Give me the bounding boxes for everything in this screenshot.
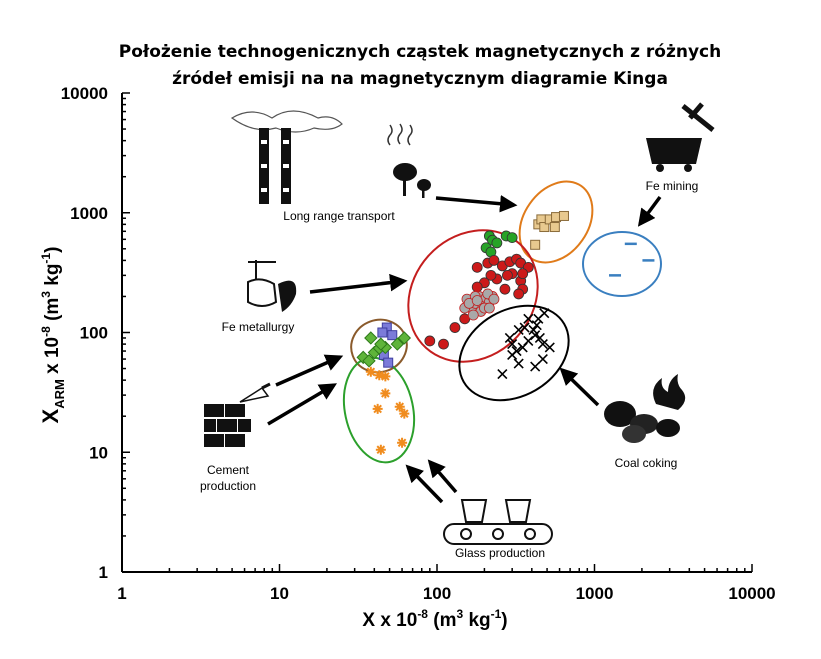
mine-cart-icon	[646, 102, 715, 172]
source-label-fe-metallurgy: Fe metallurgy	[222, 320, 295, 334]
data-point-circle	[449, 322, 461, 333]
x-axis-label: X x 10-8 (m3 kg-1)	[362, 607, 507, 631]
y-tick-label: 1000	[70, 204, 108, 223]
data-point-circle	[502, 269, 513, 281]
data-point-x	[507, 349, 518, 360]
ladle-icon	[247, 260, 297, 312]
arrow-fe-mining	[637, 195, 662, 227]
data-point-star	[372, 403, 383, 414]
source-label-fe-mining: Fe mining	[646, 179, 699, 193]
data-point-circle	[499, 283, 511, 295]
data-point-square	[530, 239, 541, 250]
data-point-x	[544, 342, 555, 353]
tick-labels: 1 10 100 1000 10000 1 10 100 1000 10000	[61, 84, 776, 603]
data-point-circle	[471, 295, 483, 306]
source-label-long-range-transport: Long range transport	[283, 209, 395, 223]
x-tick-label: 1	[117, 584, 126, 603]
data-point-x	[519, 322, 530, 333]
data-point-square	[549, 222, 560, 233]
y-tick-label: 1	[99, 563, 108, 582]
data-point-circle	[471, 261, 483, 273]
data-point-x	[497, 368, 508, 380]
coal-coking-ellipse	[458, 304, 570, 402]
data-point-diamond	[390, 337, 405, 351]
data-point-circle	[517, 268, 529, 280]
y-axis-label: XARM x 10-8 (m3 kg-1)	[38, 247, 67, 424]
arrow-long-range-transport	[435, 195, 518, 213]
coal-fire-icon	[604, 374, 686, 443]
data-point-x	[523, 313, 534, 324]
x-tick-label: 10	[270, 584, 289, 603]
data-point-square	[558, 210, 569, 221]
x-tick-label: 10000	[728, 584, 775, 603]
data-point-diamond	[362, 354, 376, 368]
source-label-coal-coking: Coal coking	[615, 456, 678, 470]
data-point-star	[365, 366, 376, 377]
arrow-cement-2	[267, 383, 338, 426]
data-point-square	[387, 330, 398, 341]
data-point-circle	[483, 302, 495, 314]
data-point-x	[530, 361, 541, 372]
data-point-x	[531, 320, 542, 331]
data-point-circle	[424, 335, 436, 347]
x-tick-label: 1000	[576, 584, 614, 603]
data-point-star	[375, 444, 386, 455]
data-point-diamond	[364, 331, 378, 345]
data-point-diamond	[374, 337, 388, 351]
data-point-x	[513, 324, 524, 336]
data-point-star	[380, 371, 391, 382]
data-point-star	[394, 401, 405, 412]
data-point-star	[397, 437, 408, 448]
arrows	[267, 195, 662, 504]
data-point-square	[383, 357, 394, 368]
data-point-circle	[438, 338, 449, 350]
source-label-cement-line-2: production	[200, 479, 256, 493]
conveyor-glasses-icon	[443, 499, 553, 545]
arrow-glass-2	[427, 459, 458, 494]
data-point-star	[380, 388, 391, 399]
data-point-square	[539, 222, 550, 233]
data-point-x	[528, 324, 539, 336]
arrow-cement-1	[275, 354, 344, 387]
data-point-star	[399, 408, 410, 419]
data-point-circle	[513, 288, 525, 300]
y-tick-label: 10	[89, 443, 108, 462]
data-marks	[356, 210, 655, 455]
data-point-circle	[506, 232, 518, 244]
arrow-coal-coking	[559, 367, 600, 407]
bricks-trowel-icon	[204, 382, 271, 447]
chart-title-line-2: źródeł emisji na na magnetycznym diagram…	[172, 69, 668, 89]
fe-mining-ellipse	[582, 231, 662, 297]
arrow-fe-metallurgy	[309, 273, 408, 294]
data-point-x	[504, 332, 515, 344]
data-point-circle	[488, 293, 500, 305]
data-point-x	[507, 339, 518, 350]
data-point-x	[513, 358, 524, 369]
chart-title-line-1: Położenie technogenicznych cząstek magne…	[119, 42, 721, 62]
x-tick-label: 100	[423, 584, 451, 603]
data-point-x	[539, 308, 550, 319]
data-point-square	[377, 327, 388, 338]
data-point-x	[537, 339, 548, 350]
y-tick-label: 10000	[61, 84, 108, 103]
fe-metallurgy-ellipse	[407, 229, 539, 363]
axes	[121, 92, 753, 573]
arrow-glass-1	[405, 464, 444, 504]
data-point-x	[534, 332, 545, 344]
data-point-circle	[471, 281, 483, 293]
data-point-x	[537, 354, 548, 365]
data-point-circle	[491, 237, 503, 249]
data-point-diamond	[397, 331, 412, 345]
data-point-circle	[467, 309, 479, 321]
y-tick-label: 100	[80, 324, 108, 343]
source-label-glass-production: Glass production	[455, 546, 545, 560]
factory-chimneys-icon	[230, 110, 343, 204]
source-label-cement-line-1: Cement	[207, 463, 250, 477]
data-point-circle	[488, 255, 500, 266]
data-point-circle	[485, 269, 497, 281]
smoke-and-trees-icon	[387, 123, 431, 198]
data-point-star	[374, 370, 385, 381]
